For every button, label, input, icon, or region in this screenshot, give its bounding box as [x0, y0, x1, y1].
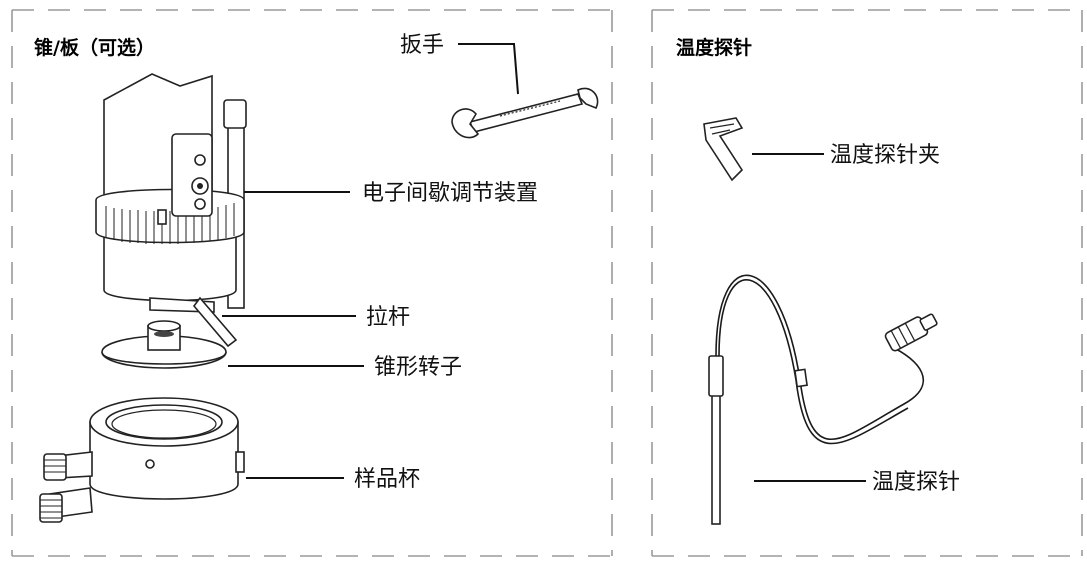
- wrench-label: 扳手: [400, 33, 444, 58]
- probe-clip-label: 温度探针夹: [830, 143, 940, 168]
- sample-cup-label: 样品杯: [354, 467, 420, 492]
- sample-cup-illustration: [39, 397, 245, 523]
- lever-label: 拉杆: [366, 305, 410, 330]
- left-panel-title: 锥/板（可选）: [34, 36, 155, 59]
- wrench-illustration: [451, 87, 599, 139]
- spindle-body-illustration: [95, 73, 247, 348]
- probe-clip-illustration: [703, 117, 744, 182]
- electronic-gap-label: 电子间歇调节装置: [362, 181, 538, 206]
- probe-label: 温度探针: [872, 470, 960, 495]
- left-panel-frame: [11, 9, 613, 557]
- right-panel-frame: [651, 9, 1083, 557]
- right-panel-title: 温度探针: [676, 36, 752, 59]
- wrench-leader: [458, 43, 519, 95]
- cone-rotor-illustration: [101, 320, 227, 369]
- cone-rotor-label: 锥形转子: [374, 355, 462, 380]
- probe-illustration: [708, 274, 938, 525]
